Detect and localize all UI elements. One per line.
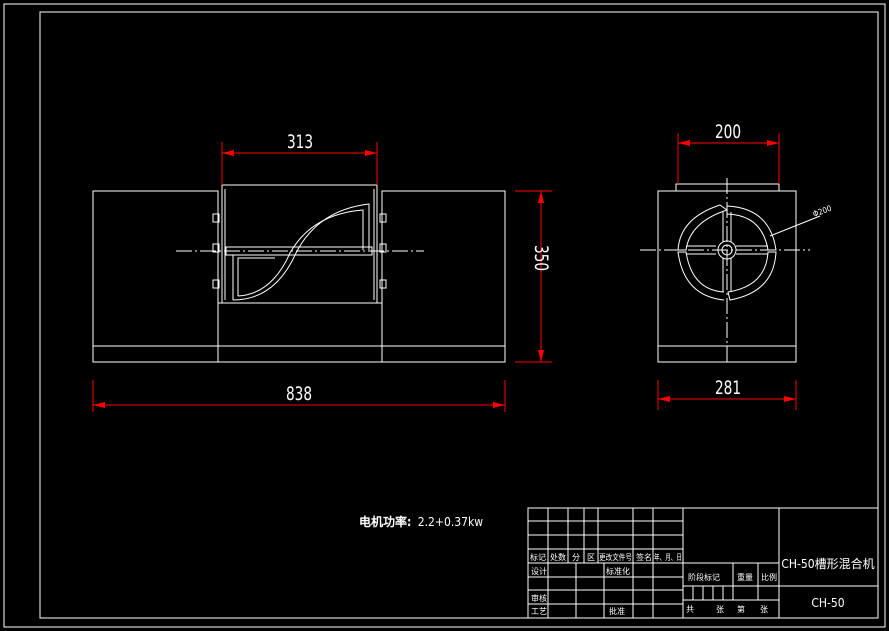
tb-sheet-unit-1: 张: [716, 605, 724, 614]
tb-header-zone: 区: [587, 553, 595, 562]
tb-weight: 重量: [737, 572, 753, 582]
dimension-arrows: [93, 140, 796, 408]
tb-approval: 批准: [609, 606, 625, 616]
dim-side-top: 200: [715, 121, 741, 143]
tb-row-design: 设计: [531, 566, 547, 576]
motor-power-label: 电机功率:: [359, 514, 411, 529]
tb-header-count: 处数: [550, 552, 566, 562]
tb-header-div: 分: [572, 553, 580, 562]
motor-power-value: 2.2+0.37kw: [418, 515, 483, 529]
front-view: [92, 184, 506, 363]
tb-header-change-doc: 更改文件号: [599, 552, 632, 562]
tb-drawing-name: CH-50槽形混合机: [781, 556, 874, 571]
tb-header-signature: 签名: [636, 552, 652, 562]
tb-stage-mark: 阶段标记: [688, 572, 720, 582]
tb-sheet-total: 共: [686, 605, 694, 614]
tb-sheet-no: 第: [737, 604, 745, 614]
dim-height: 350: [529, 245, 551, 271]
title-block-header: 标记 处数 分 区 更改文件号 签名 年、月、日: [530, 552, 682, 562]
tb-sheet-unit-2: 张: [760, 605, 768, 614]
tb-row-process: 工艺: [531, 607, 547, 616]
drawing-frame: [3, 3, 886, 628]
tb-header-date: 年、月、日: [654, 552, 682, 562]
tb-scale: 比例: [761, 572, 777, 582]
tb-sheet-info: 共 张 第 张: [686, 604, 768, 614]
dim-total-length: 838: [286, 383, 312, 405]
dim-front-width: 313: [287, 131, 313, 153]
title-block: [527, 507, 879, 619]
tb-header-mark: 标记: [530, 552, 546, 562]
tb-standardization: 标准化: [606, 566, 630, 576]
dim-side-bottom: 281: [715, 377, 741, 399]
dimension-lines: [92, 133, 797, 412]
tb-drawing-code: CH-50: [811, 596, 844, 610]
tb-row-review: 审核: [531, 593, 547, 603]
motor-power-note: 电机功率: 2.2+0.37kw: [359, 514, 483, 529]
